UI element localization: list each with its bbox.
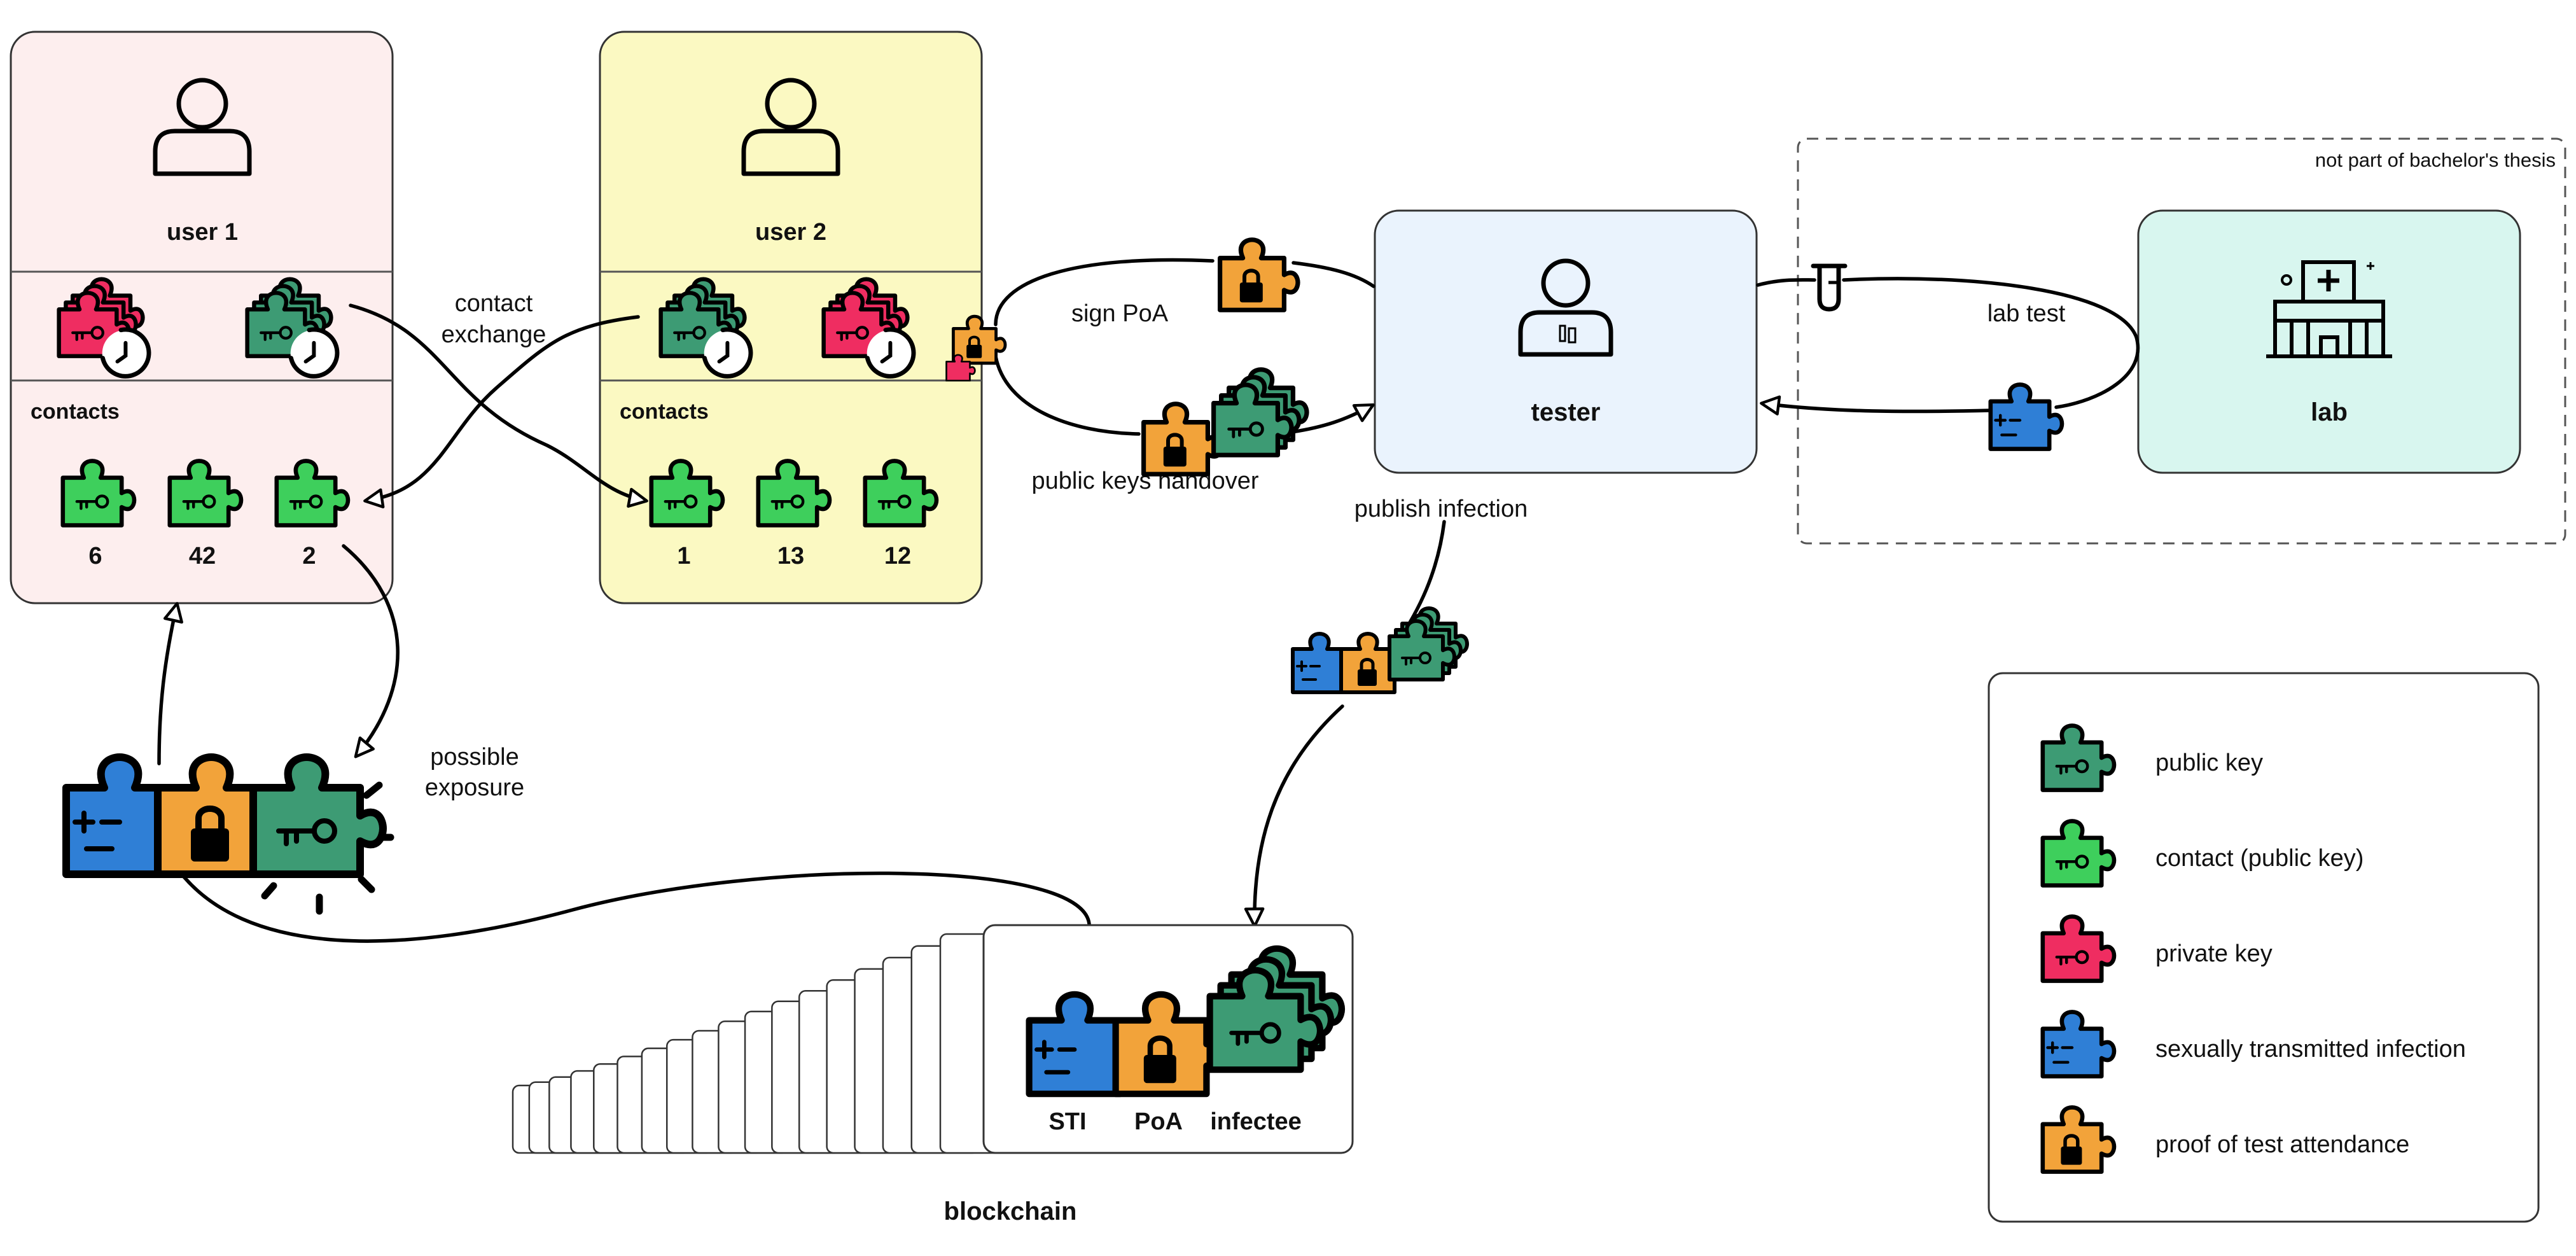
external-region-border (1797, 137, 2566, 545)
user1-private-key-rotation-icon (100, 327, 151, 379)
user2-contact-count-1: 1 (677, 543, 690, 569)
edge-sign-poa: sign PoA (994, 258, 1375, 327)
edge-exposure-to-user1 (157, 602, 183, 765)
published-public-key-stack (1388, 606, 1469, 681)
tester-person-icon (1518, 258, 1613, 357)
possible-exposure-label-line2: exposure (425, 774, 524, 801)
user1-title: user 1 (167, 219, 238, 246)
blockchain-title: blockchain (944, 1197, 1077, 1225)
legend-label-sti: sexually transmitted infection (2155, 1036, 2466, 1063)
tester-card: tester (1374, 209, 1758, 474)
lab-box (2137, 209, 2521, 474)
lab-region: not part of bachelor's thesis lab (1797, 137, 2566, 545)
edge-handover-left (994, 354, 1141, 436)
legend-private-key-icon (2040, 914, 2117, 983)
user1-public-key-rotation-icon (288, 327, 340, 379)
blockchain-label-infectee: infectee (1210, 1108, 1302, 1135)
user1-contacts-label: contacts (31, 400, 120, 424)
icon-layer (57, 237, 2117, 1174)
user2-person-icon (741, 78, 840, 176)
user1-contact-2-key-icon (167, 459, 244, 527)
edge-publish-infection: publish infection (1244, 496, 1528, 928)
edge-publish-to-blockchain (1244, 704, 1344, 928)
legend-label-poa: proof of test attendance (2155, 1131, 2409, 1158)
user1-contact-3-key-icon (274, 459, 351, 527)
user2-card: user 2 contacts 1 13 12 (599, 31, 983, 604)
tester-title: tester (1531, 398, 1601, 426)
publish-infection-label: publish infection (1354, 496, 1528, 522)
handover-public-key-stack-layer-3 (1211, 382, 1294, 457)
legend-contact-key-icon (2040, 819, 2117, 888)
user2-public-key-stack (658, 277, 753, 379)
edge-lab-test: lab test (1756, 263, 2140, 415)
legend-sti-key-icon (2040, 1010, 2117, 1078)
edge-sign-poa-left (994, 258, 1215, 326)
external-region-note: not part of bachelor's thesis (2315, 149, 2556, 171)
lab-result-sti-key-icon (1988, 382, 2064, 451)
edge-contact-exchange: contact exchange (349, 290, 648, 508)
hospital-icon (2266, 260, 2392, 358)
legend-label-private-key: private key (2155, 940, 2273, 967)
user2-title: user 2 (755, 219, 826, 246)
user2-private-key-stack (821, 277, 916, 379)
user1-person-icon (153, 78, 252, 176)
blockchain-label-sti: STI (1048, 1108, 1086, 1135)
legend-label-contact: contact (public key) (2155, 845, 2364, 872)
edge-lab-test-right (1842, 277, 2140, 409)
legend-poa-key-icon (2040, 1105, 2117, 1174)
user2-contact-3-key-icon (863, 459, 939, 527)
lab-title: lab (2311, 398, 2348, 426)
legend-public-key-icon (2040, 723, 2117, 792)
test-tube-icon (1811, 263, 1848, 312)
user2-private-key-rotation-icon (865, 327, 916, 379)
user1-contact-count-2: 42 (189, 543, 216, 569)
edge-blockchain-to-exposure (173, 863, 1091, 943)
user2-poa-key-icon (952, 314, 1007, 365)
user2-small-private-key-icon (945, 354, 976, 382)
sign-poa-key-icon (1218, 237, 1300, 312)
user1-private-key-stack (57, 277, 151, 379)
possible-exposure-label-line1: possible (430, 744, 519, 771)
contact-exchange-label-line1: contact (455, 290, 533, 317)
user1-box (10, 31, 394, 604)
user2-box (599, 31, 983, 604)
edge-sign-poa-right (1291, 261, 1375, 288)
published-public-key-stack-layer-3 (1388, 619, 1456, 681)
blockchain-infectee-key-stack (1206, 945, 1346, 1073)
exposure-public-key-icon (249, 753, 387, 878)
legend: public key contact (public key) private … (1988, 672, 2540, 1223)
blockchain-infectee-key-stack-layer-3 (1206, 966, 1324, 1073)
edge-contact-exchange-user2-to-user1 (363, 315, 640, 508)
user1-contact-count-1: 6 (88, 543, 102, 569)
user2-contact-1-key-icon (649, 459, 725, 527)
lab-test-label: lab test (1988, 300, 2066, 327)
contact-exchange-label-line2: exchange (442, 321, 547, 348)
edge-handover-right (1286, 403, 1375, 435)
handover-poa-key-icon (1141, 401, 1224, 477)
handover-public-key-stack (1211, 367, 1309, 457)
edge-lab-test-left (1756, 278, 1816, 287)
edge-contact-exchange-user1-to-user2 (349, 304, 648, 508)
user2-contacts-label: contacts (620, 400, 709, 424)
user1-contact-count-3: 2 (302, 543, 316, 569)
edge-possible-exposure: possible exposure (157, 544, 1091, 943)
blockchain-label-poa: PoA (1134, 1108, 1183, 1135)
user2-contact-count-3: 12 (884, 543, 911, 569)
user2-contact-count-2: 13 (777, 543, 804, 569)
user1-contact-1-key-icon (60, 459, 137, 527)
user1-card: user 1 contacts 6 42 2 (10, 31, 394, 604)
blockchain-stack (512, 933, 1037, 1154)
legend-label-public-key: public key (2155, 750, 2263, 776)
user2-contact-2-key-icon (756, 459, 832, 527)
edge-contact-to-exposure (342, 544, 400, 758)
legend-box (1988, 672, 2540, 1223)
edge-lab-to-tester (1760, 395, 1993, 415)
user2-public-key-rotation-icon (702, 327, 753, 379)
user1-public-key-stack (245, 277, 340, 379)
sign-poa-label: sign PoA (1071, 300, 1169, 327)
